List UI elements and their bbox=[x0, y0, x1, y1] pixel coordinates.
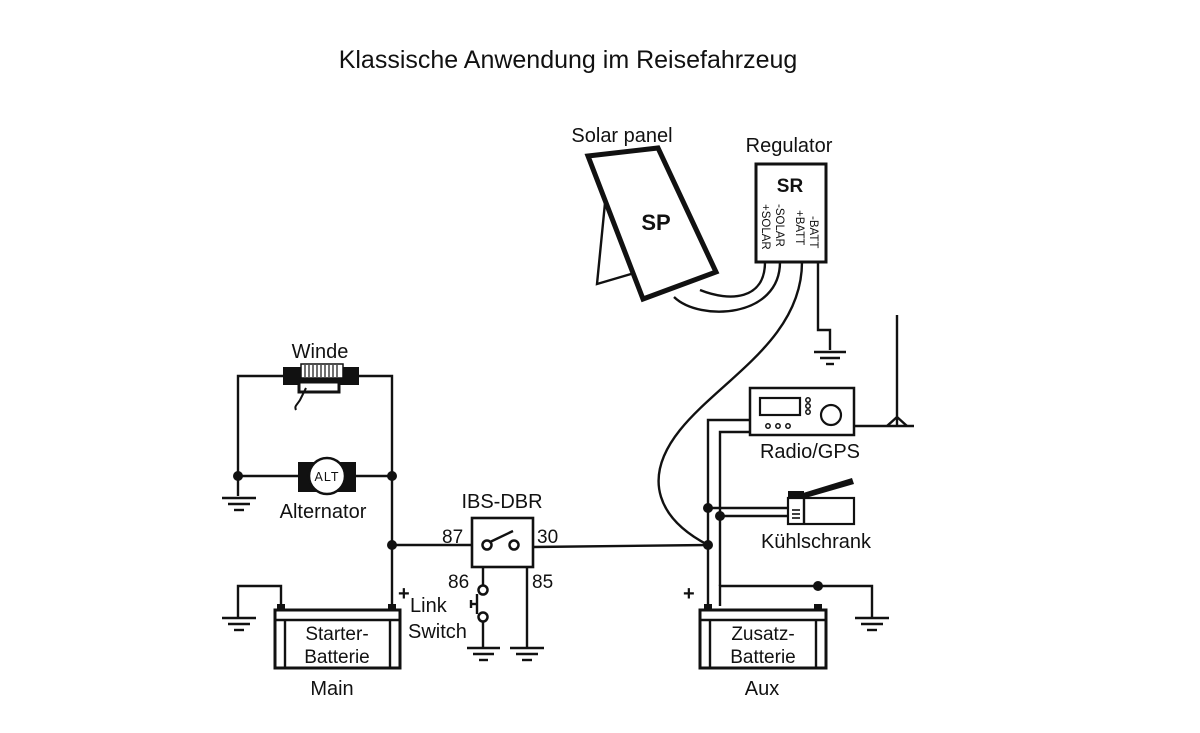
fridge-icon bbox=[786, 478, 856, 526]
fridge-label: Kühlschrank bbox=[761, 531, 872, 553]
junction-dot bbox=[387, 471, 397, 481]
diagram-title: Klassische Anwendung im Reisefahrzeug bbox=[339, 46, 798, 74]
winch-wire-left bbox=[236, 374, 285, 476]
terminal-minus-solar: -SOLAR bbox=[773, 204, 785, 247]
radio-negative-wire bbox=[718, 430, 750, 586]
link-switch-plus: + bbox=[398, 583, 410, 605]
cable-plus-batt bbox=[657, 261, 804, 547]
starter-battery: Starter- Batterie bbox=[273, 604, 402, 670]
ground-icon bbox=[855, 616, 889, 632]
ground-icon bbox=[222, 496, 256, 512]
main-positive-bus bbox=[357, 374, 394, 606]
aux-negative-bus-to-ground bbox=[718, 584, 874, 618]
radio-gps-icon bbox=[748, 386, 856, 437]
solar-panel-code: SP bbox=[641, 210, 670, 235]
antenna-icon bbox=[886, 315, 908, 427]
junction-dot bbox=[387, 540, 397, 550]
ground-icon bbox=[814, 350, 846, 366]
cable-plus-solar bbox=[699, 261, 767, 298]
aux-battery-caption: Aux bbox=[745, 678, 779, 700]
ground-icon bbox=[222, 616, 256, 632]
pin-86-label: 86 bbox=[448, 572, 469, 593]
link-switch-label-1: Link bbox=[410, 595, 448, 617]
regulator-label: Regulator bbox=[746, 135, 833, 157]
aux-battery-plus: + bbox=[683, 583, 695, 605]
alternator-icon: ALT bbox=[298, 456, 356, 496]
terminal-plus-solar: +SOLAR bbox=[759, 204, 771, 250]
cable-minus-solar bbox=[673, 261, 782, 313]
winch-label: Winde bbox=[292, 341, 349, 363]
ground-icon bbox=[510, 646, 544, 662]
ground-icon bbox=[467, 646, 500, 662]
pin-30-label: 30 bbox=[537, 527, 558, 548]
starter-negative-wire bbox=[236, 584, 283, 618]
wire-30 bbox=[532, 543, 709, 549]
solar-panel: SP bbox=[584, 145, 720, 303]
aux-battery-label-1: Zusatz- bbox=[731, 624, 794, 645]
solar-panel-label: Solar panel bbox=[571, 125, 672, 147]
junction-dot bbox=[703, 503, 713, 513]
junction-dot bbox=[703, 540, 713, 550]
alternator-label: Alternator bbox=[280, 501, 367, 523]
starter-battery-label-2: Batterie bbox=[304, 647, 369, 668]
terminal-minus-batt: -BATT bbox=[807, 216, 819, 248]
starter-battery-caption: Main bbox=[310, 678, 353, 700]
starter-battery-label-1: Starter- bbox=[305, 624, 368, 645]
relay-label: IBS-DBR bbox=[461, 491, 542, 513]
aux-battery-label-2: Batterie bbox=[730, 647, 795, 668]
alternator-code: ALT bbox=[315, 470, 340, 484]
aux-positive-bus bbox=[706, 418, 750, 606]
radio-gps-label: Radio/GPS bbox=[760, 441, 860, 463]
regulator-code: SR bbox=[777, 176, 804, 197]
junction-dot bbox=[813, 581, 823, 591]
winch-icon bbox=[283, 363, 359, 411]
cable-minus-batt bbox=[816, 262, 832, 350]
junction-dot bbox=[233, 471, 243, 481]
link-switch-icon bbox=[469, 584, 489, 623]
regulator: SR +SOLAR -SOLAR +BATT -BATT bbox=[754, 162, 828, 264]
pin-87-label: 87 bbox=[442, 527, 463, 548]
pin-85-label: 85 bbox=[532, 572, 553, 593]
terminal-plus-batt: +BATT bbox=[793, 210, 805, 245]
junction-dot bbox=[715, 511, 725, 521]
aux-battery: Zusatz- Batterie bbox=[698, 604, 828, 670]
link-switch-label-2: Switch bbox=[408, 621, 467, 643]
relay-ibs-dbr bbox=[470, 516, 535, 569]
